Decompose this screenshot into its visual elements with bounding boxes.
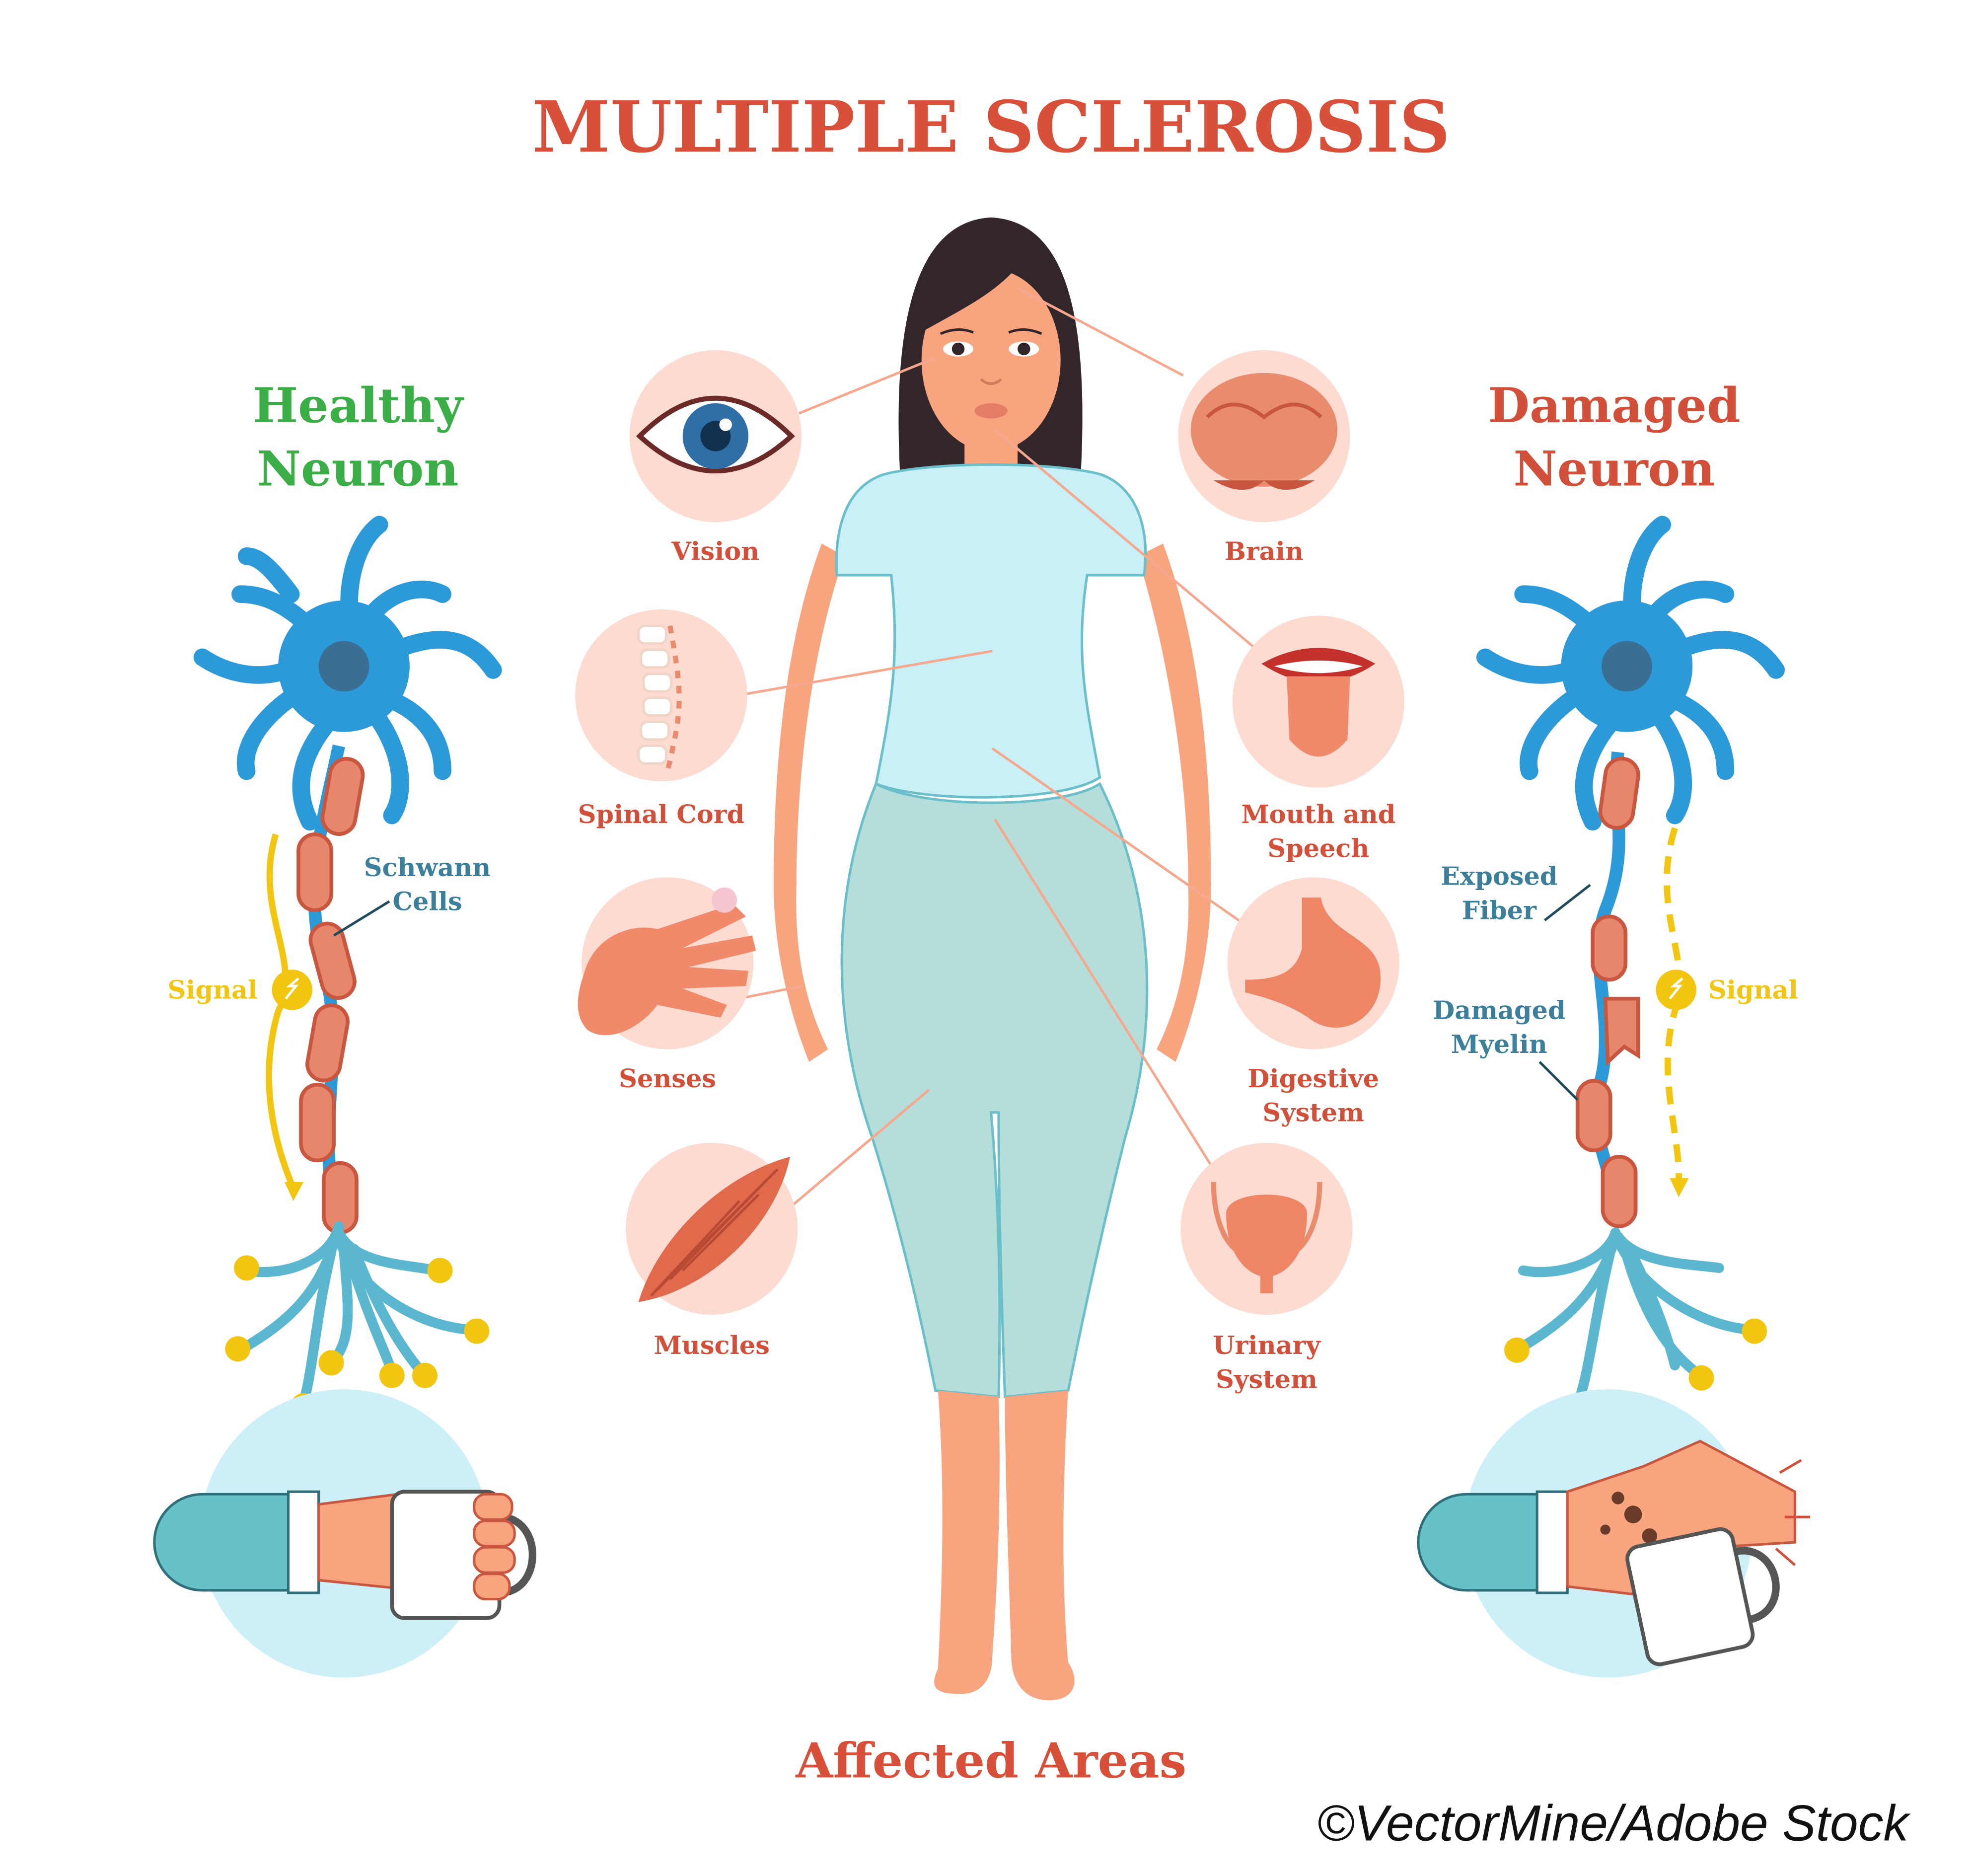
healthy-nucleus — [318, 641, 369, 692]
schwann-label-line1: Schwann — [364, 853, 491, 883]
damaged-neuron-heading: Damaged Neuron — [1488, 377, 1740, 497]
spinal-cord-icon — [575, 609, 747, 781]
damaged-signal-label: Signal — [1708, 976, 1798, 1005]
urinary-label-line1: Urinary — [1213, 1331, 1321, 1360]
mouth-icon — [1232, 615, 1404, 788]
damaged-neuron-illustration — [1476, 516, 1785, 1402]
brain-icon — [1178, 350, 1350, 523]
damaged-hand-cup-illustration — [1417, 1389, 1810, 1678]
exposed-label-line1: Exposed — [1441, 862, 1557, 892]
healthy-neuron-heading: Healthy Neuron — [253, 377, 464, 497]
mouth-label-line1: Mouth and — [1241, 800, 1395, 829]
healthy-signal-label: Signal — [167, 976, 257, 1005]
woman-figure — [773, 217, 1211, 1701]
digestive-label-line2: System — [1262, 1098, 1364, 1128]
spinal-cord-label: Spinal Cord — [578, 800, 745, 829]
senses-label: Senses — [619, 1064, 716, 1094]
damaged-heading-line2: Neuron — [1513, 440, 1715, 497]
main-title: MULTIPLE SCLEROSIS — [532, 85, 1450, 168]
mouth-label-line2: Speech — [1267, 834, 1369, 864]
healthy-hand-cup-illustration — [153, 1389, 536, 1678]
digestive-label-line1: Digestive — [1247, 1064, 1379, 1094]
brain-label: Brain — [1225, 537, 1304, 567]
senses-hand-icon — [578, 877, 756, 1050]
muscles-label: Muscles — [654, 1331, 770, 1360]
bladder-icon — [1180, 1142, 1353, 1315]
damaged-heading-line1: Damaged — [1488, 377, 1740, 434]
leader-lines — [738, 287, 1262, 1208]
schwann-label-line2: Cells — [392, 887, 462, 917]
affected-areas-title: Affected Areas — [795, 1732, 1186, 1789]
vision-icon — [629, 350, 802, 523]
urinary-label-line2: System — [1216, 1365, 1317, 1395]
muscle-icon — [626, 1142, 798, 1315]
credit-watermark: ©VectorMine/Adobe Stock — [1317, 1795, 1911, 1852]
healthy-neuron-illustration — [193, 516, 502, 1419]
vision-label: Vision — [671, 537, 759, 567]
damaged-myelin-label-line2: Myelin — [1451, 1030, 1547, 1059]
healthy-heading-line2: Neuron — [257, 440, 459, 497]
digestive-icon — [1227, 877, 1399, 1050]
damaged-myelin-label-line1: Damaged — [1433, 995, 1565, 1025]
healthy-heading-line1: Healthy — [253, 377, 464, 434]
damaged-nucleus — [1601, 641, 1652, 692]
exposed-label-line2: Fiber — [1462, 896, 1537, 925]
